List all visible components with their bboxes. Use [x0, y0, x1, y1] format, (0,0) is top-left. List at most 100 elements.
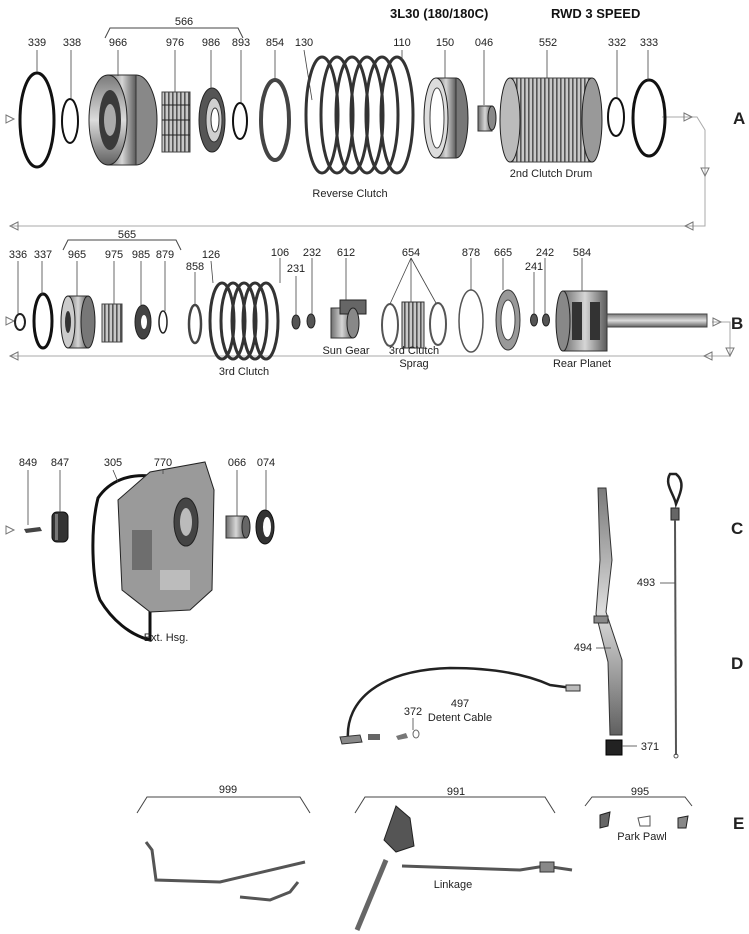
part-665-gear	[495, 289, 521, 351]
flow-line-a	[12, 116, 706, 227]
flow-arrow-icon	[700, 167, 710, 178]
part-number: 975	[104, 249, 124, 261]
part-612-sun-gear	[330, 299, 367, 339]
flow-arrow-icon	[5, 114, 16, 124]
part-number: 371	[640, 741, 660, 753]
part-number: 231	[286, 263, 306, 275]
part-number: 847	[50, 457, 70, 469]
part-893-snap-ring	[232, 102, 248, 140]
part-number: 333	[639, 37, 659, 49]
part-number: 242	[535, 247, 555, 259]
part-130-reverse-clutch-plates	[304, 55, 415, 175]
group-number: 995	[630, 786, 650, 798]
part-number: 497	[450, 698, 470, 710]
part-975-springs	[101, 303, 123, 343]
cable-clip	[368, 734, 380, 740]
part-493-dipstick	[666, 472, 683, 759]
part-854-pressure-plate	[259, 78, 291, 162]
part-number: 893	[231, 37, 251, 49]
part-number: 338	[62, 37, 82, 49]
part-995-pin	[677, 815, 689, 829]
part-985-piston	[134, 304, 152, 340]
caption-second-clutch-drum: 2nd Clutch Drum	[509, 168, 593, 180]
part-number: 879	[155, 249, 175, 261]
row-label-a: A	[733, 109, 746, 128]
part-number: 332	[607, 37, 627, 49]
part-986-piston	[198, 87, 226, 153]
part-number: 494	[573, 642, 593, 654]
part-231-washer	[291, 314, 301, 330]
caption-reverse-clutch: Reverse Clutch	[312, 188, 388, 200]
transmission-model: 3L30 (180/180C)	[390, 6, 489, 21]
group-number: 566	[174, 16, 194, 28]
cable-fitting	[339, 734, 363, 745]
part-654-race-outer	[429, 302, 447, 346]
part-305-gasket	[91, 474, 152, 642]
row-a-parts	[5, 27, 710, 231]
row-e-parts	[136, 796, 693, 931]
part-number: 986	[201, 37, 221, 49]
part-497-detent-cable	[346, 666, 573, 741]
part-number: 878	[461, 247, 481, 259]
part-number: 046	[474, 37, 494, 49]
part-976-springs	[161, 91, 191, 153]
group-number: 999	[218, 784, 238, 796]
part-number: 976	[165, 37, 185, 49]
part-372-clip	[396, 733, 408, 740]
caption-sun-gear: Sun Gear	[322, 345, 370, 357]
part-number: 339	[27, 37, 47, 49]
row-label-c: C	[731, 519, 744, 538]
part-number: 336	[8, 249, 28, 261]
part-847-bushing	[51, 511, 69, 543]
part-number: 493	[636, 577, 656, 589]
row-d-parts	[339, 472, 683, 759]
part-126-third-clutch-plates	[208, 281, 280, 361]
caption-sprag-line1: 3rd Clutch	[388, 345, 440, 357]
part-858-plate	[187, 303, 203, 345]
part-150-hub	[423, 77, 469, 159]
part-number: 106	[270, 247, 290, 259]
row-c-parts	[5, 461, 275, 642]
flow-arrow-icon	[683, 112, 694, 122]
part-995-park-pawl	[599, 811, 611, 829]
part-number: 770	[153, 457, 173, 469]
part-770-extension-housing	[117, 461, 215, 613]
flow-arrow-icon	[5, 316, 16, 326]
cable-end	[565, 684, 581, 692]
part-494-filler-tube	[593, 487, 623, 756]
caption-park-pawl: Park Pawl	[617, 831, 667, 843]
part-number: 130	[294, 37, 314, 49]
part-066-bushing	[225, 515, 251, 539]
part-241-washer	[530, 313, 538, 327]
part-number: 066	[227, 457, 247, 469]
row-label-d: D	[731, 654, 744, 673]
part-336-washer	[14, 313, 26, 331]
row-label-e: E	[733, 814, 745, 833]
group-number: 565	[117, 229, 137, 241]
part-number: 854	[265, 37, 285, 49]
part-337-ring	[32, 292, 54, 350]
part-338-ring	[61, 98, 79, 144]
part-number: 584	[572, 247, 592, 259]
part-654-sprag	[401, 301, 425, 349]
part-number: 858	[185, 261, 205, 273]
part-number: 126	[201, 249, 221, 261]
part-number: 985	[131, 249, 151, 261]
part-number: 150	[435, 37, 455, 49]
part-number: 965	[67, 249, 87, 261]
group-number: 991	[446, 786, 466, 798]
flow-arrow-icon	[725, 347, 735, 358]
flow-arrow-icon	[8, 351, 19, 361]
caption-ext-hsg: Ext. Hsg.	[143, 632, 189, 644]
part-number: 232	[302, 247, 322, 259]
part-number: 612	[336, 247, 356, 259]
caption-linkage: Linkage	[433, 879, 473, 891]
part-046-bushing	[477, 105, 497, 132]
part-number: 110	[393, 37, 411, 49]
transmission-type: RWD 3 SPEED	[551, 6, 641, 21]
part-965-drum	[60, 295, 96, 349]
part-number: 305	[103, 457, 123, 469]
part-number: 074	[256, 457, 276, 469]
part-371-cap	[605, 739, 623, 756]
